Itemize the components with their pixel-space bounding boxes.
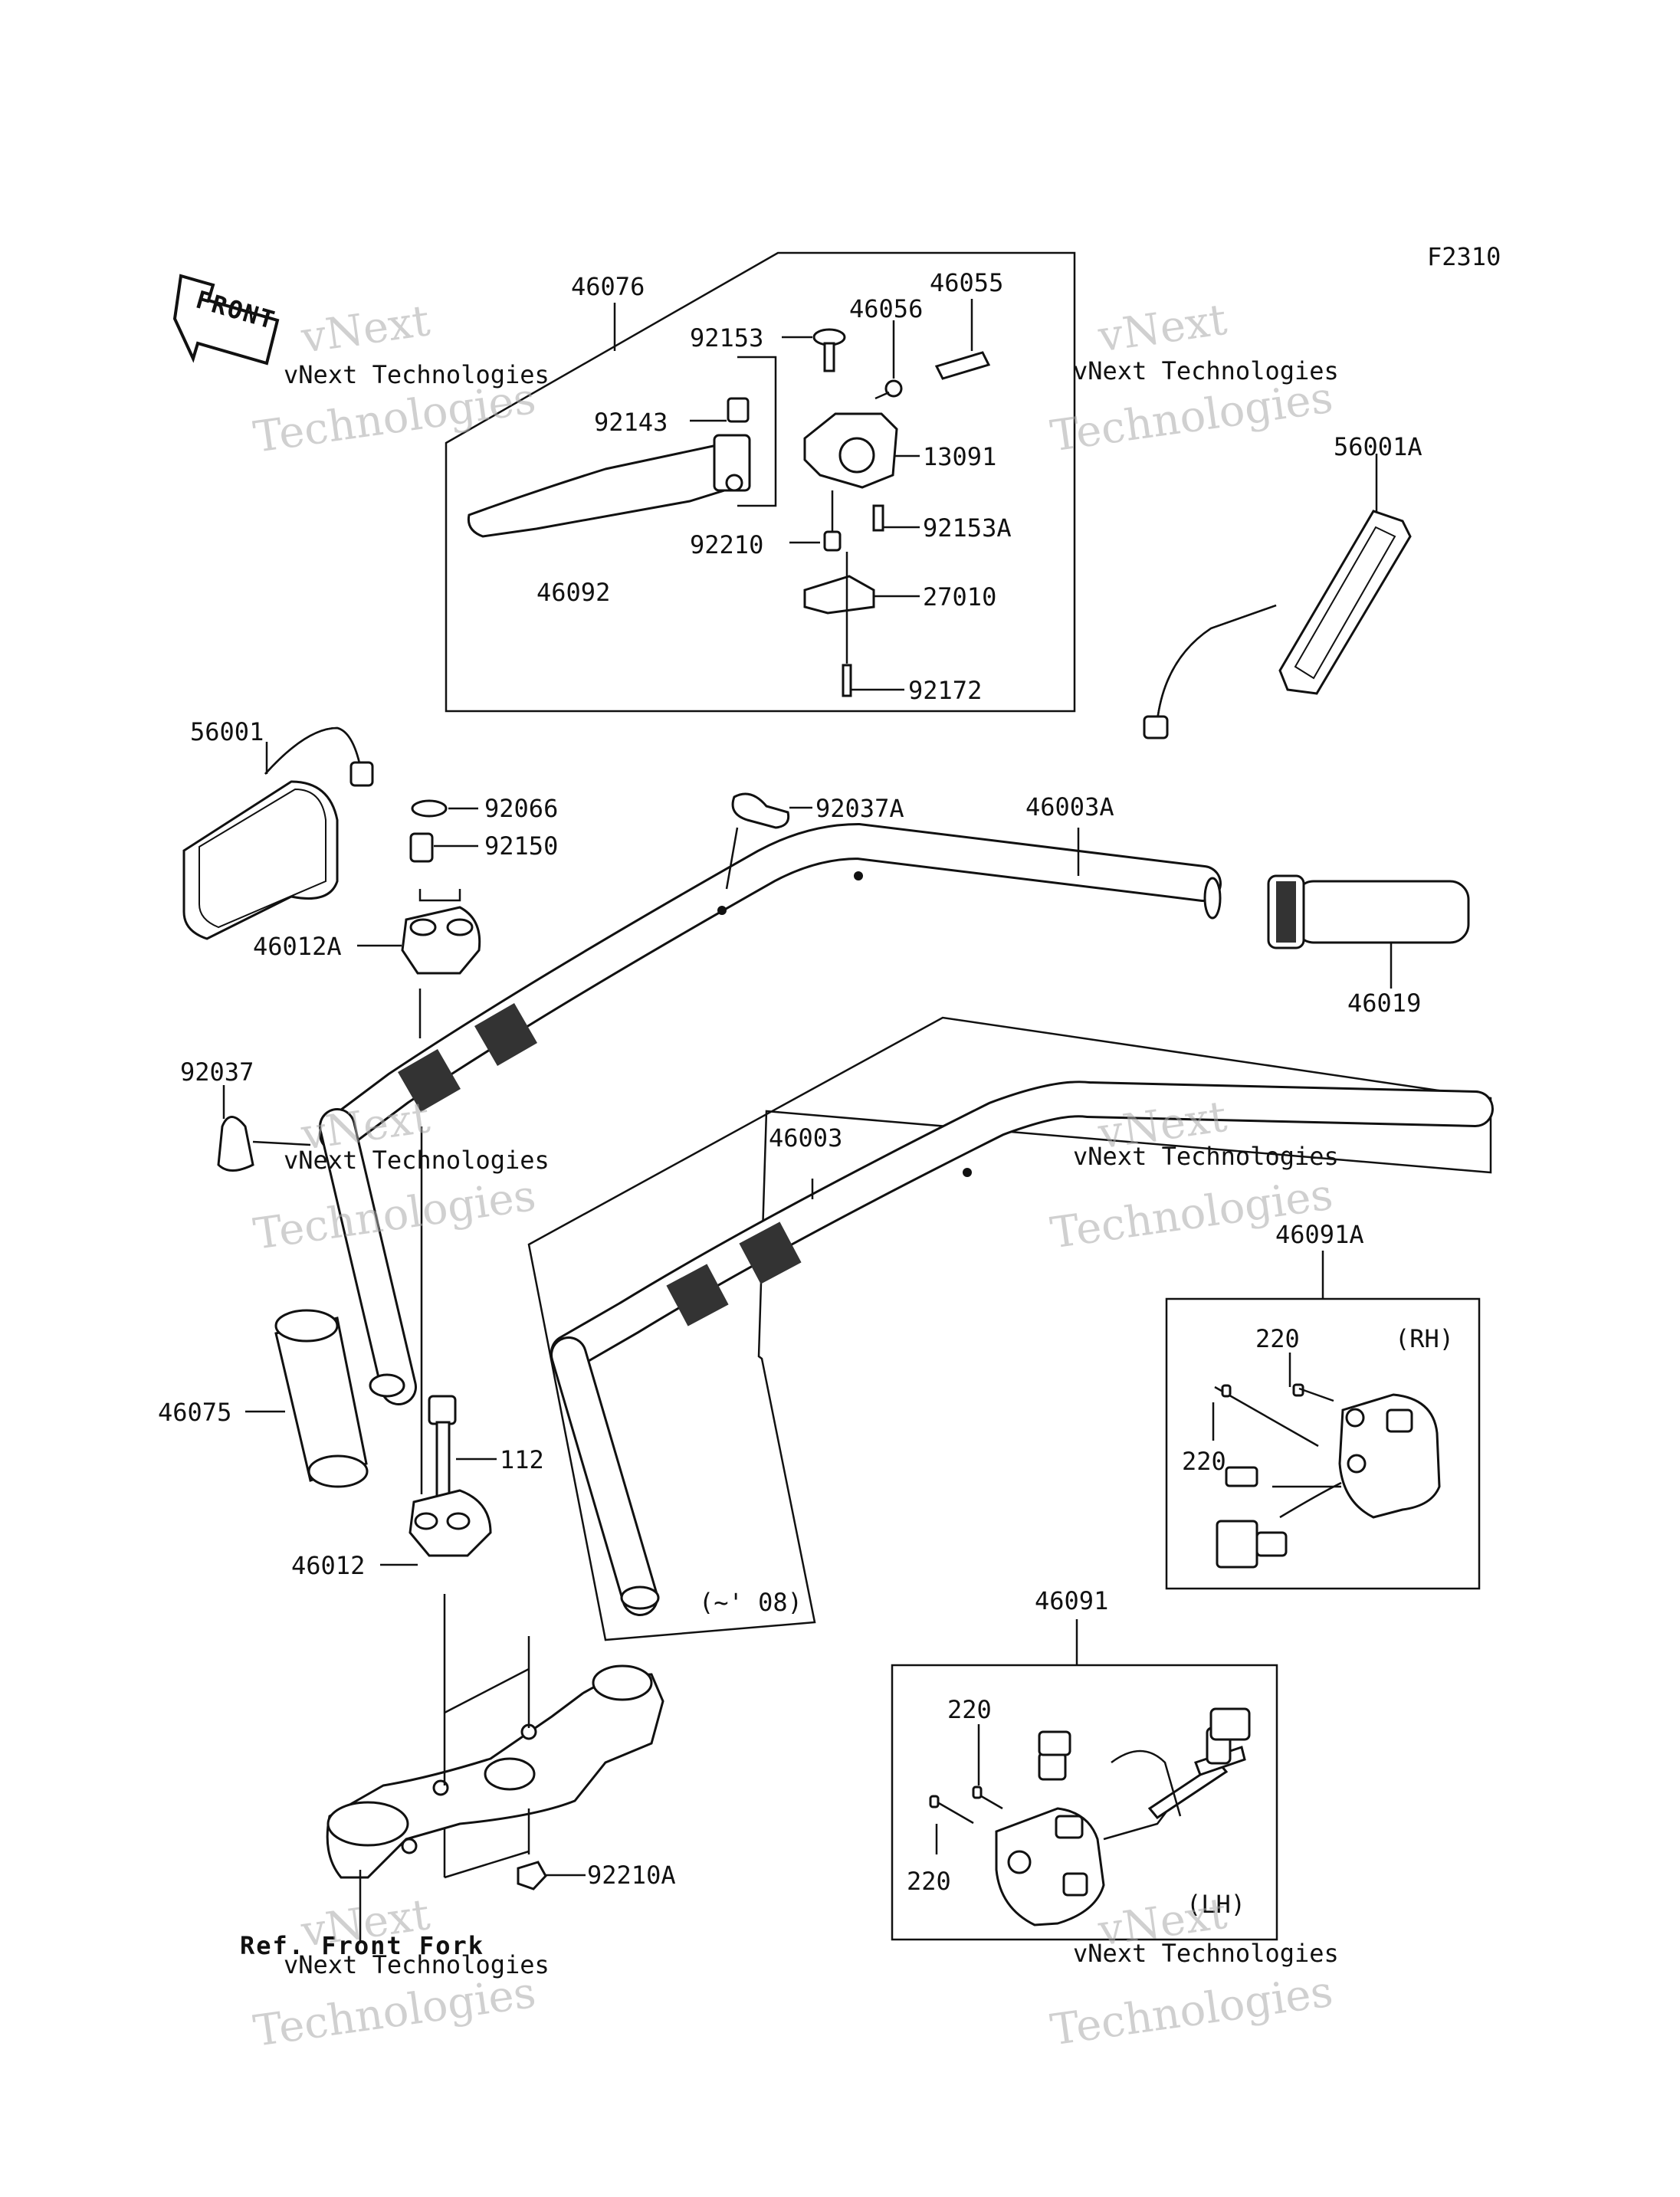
label-46055: 46055	[930, 268, 1003, 297]
clutch-lever	[467, 443, 737, 538]
label-220-rh-top: 220	[1255, 1324, 1300, 1353]
screw-46055	[934, 351, 991, 380]
label-rh: (RH)	[1395, 1324, 1454, 1353]
switch-lh	[929, 1707, 1251, 1926]
switch-lh-box	[891, 1664, 1278, 1941]
clip-92037A	[731, 792, 790, 829]
clip-92037	[217, 1116, 254, 1172]
label-46091: 46091	[1035, 1586, 1108, 1615]
switch-rh	[1214, 1383, 1441, 1569]
watermark-text-bottom-right: vNext Technologies	[1073, 1939, 1339, 1968]
svg-text:Technologies: Technologies	[1048, 1967, 1336, 2056]
label-220-rh-side: 220	[1182, 1447, 1226, 1476]
svg-text:vNext: vNext	[1094, 295, 1230, 362]
nut-92210A	[517, 1861, 547, 1890]
label-92150: 92150	[484, 831, 558, 861]
label-112: 112	[500, 1445, 544, 1474]
label-46012A: 46012A	[253, 932, 342, 961]
svg-text:Technologies: Technologies	[251, 1968, 539, 2057]
label-46003: 46003	[769, 1123, 842, 1153]
label-92037: 92037	[180, 1058, 254, 1087]
handlebar-46003	[550, 1080, 1494, 1616]
steering-stem-clamp	[326, 1636, 664, 1943]
label-92037A: 92037A	[815, 794, 904, 823]
label-lh: (LH)	[1186, 1890, 1245, 1919]
label-56001: 56001	[190, 717, 264, 746]
clutch-switch	[803, 575, 875, 615]
watermark-text-mid-left: vNext Technologies	[284, 1146, 550, 1175]
label-27010: 27010	[923, 582, 996, 612]
watermark-text-top-right: vNext Technologies	[1073, 356, 1339, 385]
label-92153: 92153	[690, 323, 763, 353]
label-13091: 13091	[923, 442, 996, 471]
label-46019: 46019	[1347, 989, 1421, 1018]
label-220-lh-bottom: 220	[907, 1867, 951, 1896]
label-92172: 92172	[908, 676, 982, 705]
label-46056: 46056	[849, 294, 923, 323]
label-92210A: 92210A	[587, 1861, 676, 1890]
bolt-92150	[409, 832, 434, 863]
label-46076: 46076	[571, 272, 645, 301]
grip-46075	[274, 1309, 369, 1488]
mirror-56001	[182, 726, 374, 940]
label-46075: 46075	[158, 1398, 231, 1427]
svg-text:Technologies: Technologies	[1048, 373, 1336, 462]
label-92143: 92143	[594, 408, 668, 437]
svg-text:vNext: vNext	[297, 296, 433, 363]
upper-clamp	[401, 906, 481, 975]
watermark-text-mid-right: vNext Technologies	[1073, 1142, 1339, 1171]
handlebar-46003A	[319, 822, 1222, 1405]
label-56001A: 56001A	[1334, 432, 1422, 461]
figure-code: F2310	[1427, 242, 1501, 271]
clutch-lever-box	[445, 251, 1076, 713]
label-since-08: (~' 08)	[699, 1588, 802, 1617]
bushing-92143	[727, 397, 750, 423]
label-46091A: 46091A	[1275, 1220, 1364, 1249]
watermark-text-bottom-left: vNext Technologies	[284, 1950, 550, 1979]
label-220-lh-top: 220	[947, 1695, 992, 1724]
label-92153A: 92153A	[923, 513, 1012, 543]
svg-text:Technologies: Technologies	[251, 1171, 539, 1260]
label-ref-front-fork: Ref. Front Fork	[240, 1931, 484, 1960]
label-46012: 46012	[291, 1551, 365, 1580]
label-46092: 46092	[536, 578, 610, 607]
screw-46056	[884, 379, 903, 398]
grip-46019	[1267, 874, 1470, 949]
washer-92066	[411, 799, 448, 818]
label-46003A: 46003A	[1025, 792, 1114, 821]
mirror-56001A	[1143, 510, 1412, 739]
bolt-112	[428, 1395, 457, 1425]
front-arrow-icon: FRONT	[172, 274, 280, 366]
label-92066: 92066	[484, 794, 558, 823]
label-92210: 92210	[690, 530, 763, 559]
watermark-text-top-left: vNext Technologies	[284, 360, 550, 389]
